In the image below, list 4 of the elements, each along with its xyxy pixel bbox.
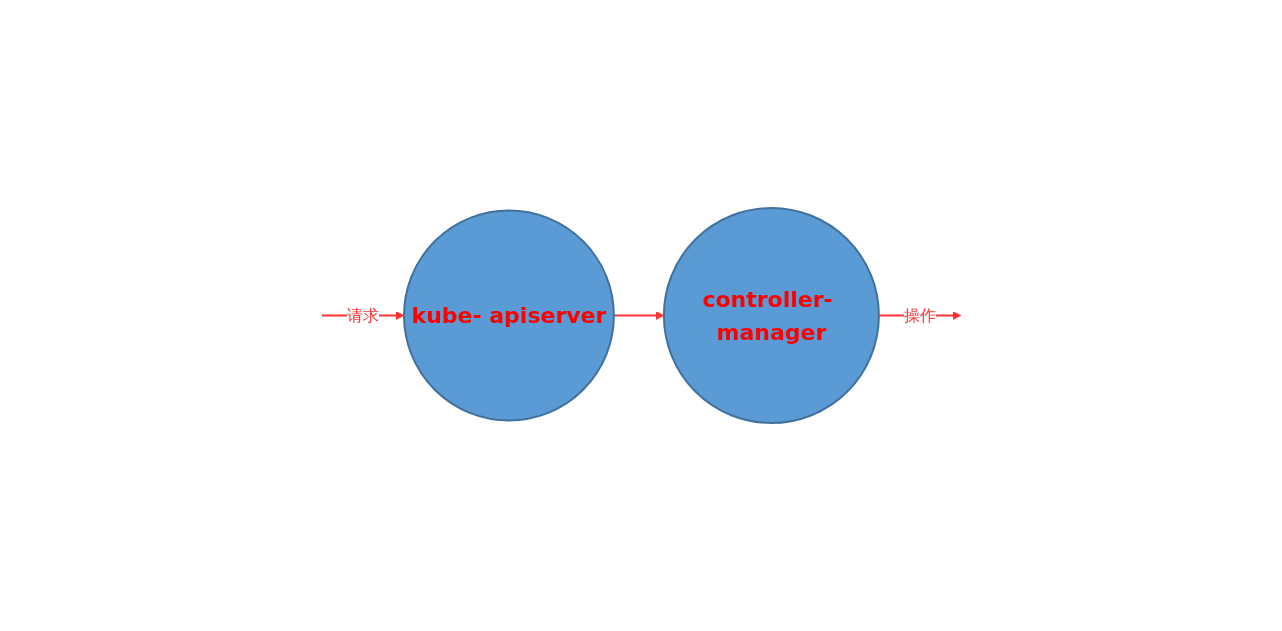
edge-label: 请求: [346, 305, 379, 325]
node-circle: kube- apiserver: [402, 209, 615, 422]
node-circle: controller- manager: [662, 207, 880, 424]
edge-label: 操作: [903, 305, 936, 325]
